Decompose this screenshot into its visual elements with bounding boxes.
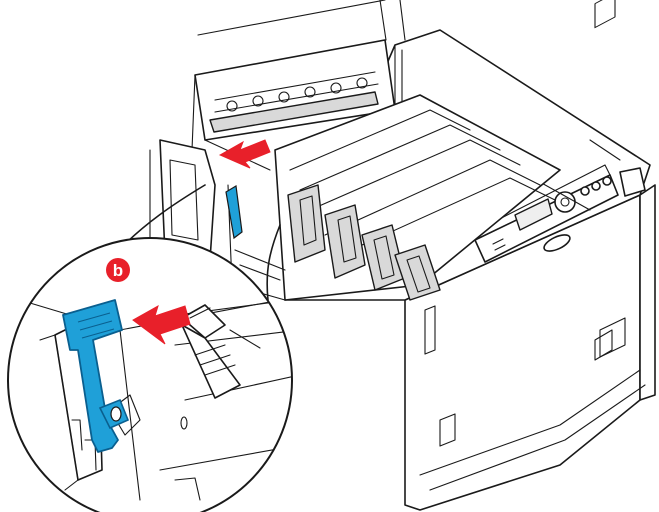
cartridge-end-2 <box>324 204 366 279</box>
control-panel <box>474 164 646 263</box>
navigation-pad-icon <box>554 191 576 213</box>
toner-cartridges <box>274 94 561 301</box>
cancel-button-icon <box>543 234 571 252</box>
red-arrow-icon <box>218 139 271 169</box>
latch-block <box>181 304 226 339</box>
cartridge-end-1 <box>287 184 326 263</box>
fuser-lever-small <box>225 185 243 240</box>
step-label: b <box>113 261 123 280</box>
detail-callout: b <box>7 184 293 512</box>
left-side-panel <box>149 139 286 301</box>
lcd-display <box>514 198 553 231</box>
step-badge: b <box>106 258 130 282</box>
blue-lever-icon <box>62 299 130 453</box>
cartridge-end-4 <box>394 244 441 301</box>
fuser-unit <box>191 0 396 171</box>
red-arrow-icon <box>132 304 191 345</box>
